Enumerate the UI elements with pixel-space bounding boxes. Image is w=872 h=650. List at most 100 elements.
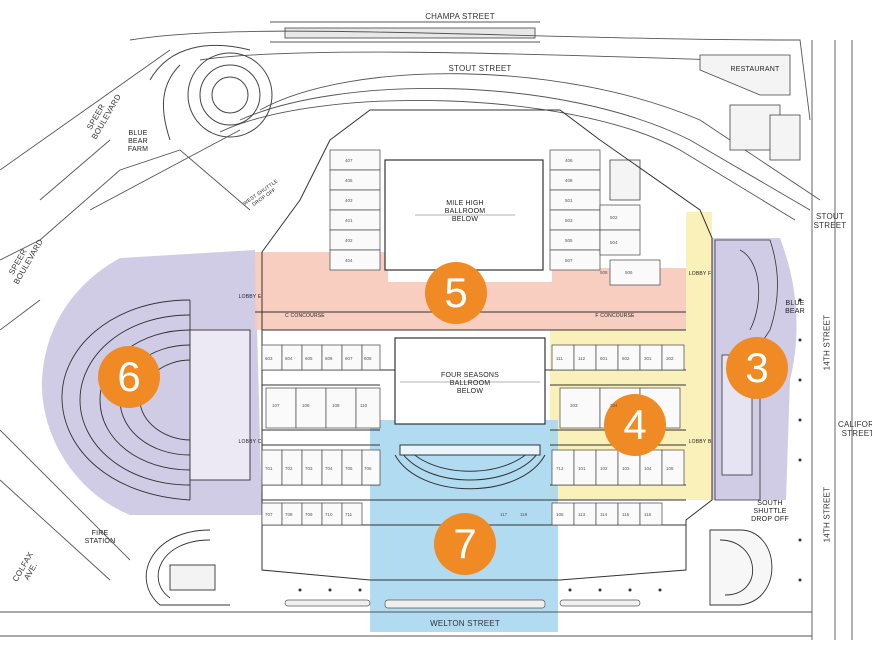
lobby-b-label: LOBBY B xyxy=(688,439,712,445)
champa-street-label: CHAMPA STREET xyxy=(425,12,495,21)
middle-room-602: 602 xyxy=(622,356,630,361)
south-room-708: 708 xyxy=(285,512,293,517)
south-room-106: 106 xyxy=(556,512,564,517)
north-room-504: 504 xyxy=(610,240,618,245)
pre-function-arc xyxy=(394,444,546,490)
middle-room-606: 606 xyxy=(325,356,333,361)
meeting-rooms-south xyxy=(261,449,685,526)
lobby-e-label: LOBBY E xyxy=(238,294,262,300)
south-room-114: 114 xyxy=(600,512,608,517)
middle-room-108: 108 xyxy=(302,403,310,408)
middle-room-111: 111 xyxy=(556,356,563,361)
south-room-115: 115 xyxy=(622,512,630,517)
north-room-407: 407 xyxy=(345,158,353,163)
south-room-105: 105 xyxy=(666,466,674,471)
fourteenth-street-label-b: 14TH STREET xyxy=(822,486,832,543)
south-room-712: 712 xyxy=(556,466,564,471)
lobby-f-label: LOBBY F xyxy=(688,271,712,277)
middle-room-605: 605 xyxy=(305,356,313,361)
south-room-711: 711 xyxy=(345,512,353,517)
zone-4-number: 4 xyxy=(623,401,647,448)
welton-median xyxy=(284,599,641,609)
south-room-704: 704 xyxy=(325,466,333,471)
south-room-104: 104 xyxy=(644,466,652,471)
north-room-505: 505 xyxy=(565,238,573,243)
south-room-705: 705 xyxy=(345,466,353,471)
south-room-102: 102 xyxy=(600,466,608,471)
middle-room-607: 607 xyxy=(345,356,353,361)
north-room-403: 403 xyxy=(345,198,353,203)
north-room-404: 404 xyxy=(345,258,353,263)
blue-bear-farm-label: BLUE BEAR FARM xyxy=(127,130,149,154)
zone-4-badge[interactable]: 4 xyxy=(604,394,666,456)
north-room-507: 507 xyxy=(565,258,573,263)
mile-high-ballroom-label: MILE HIGH BALLROOM BELOW xyxy=(444,200,486,224)
four-seasons-ballroom xyxy=(394,337,546,425)
north-room-408: 408 xyxy=(565,178,573,183)
restaurant-label: RESTAURANT xyxy=(730,66,780,73)
meeting-rooms-north xyxy=(329,149,661,286)
north-room-502: 502 xyxy=(610,215,618,220)
north-room-501: 501 xyxy=(565,198,573,203)
south-shuttle-label: SOUTH SHUTTLE DROP OFF xyxy=(751,500,789,524)
south-room-117: 117 xyxy=(500,512,508,517)
four-seasons-ballroom-label: FOUR SEASONS BALLROOM BELOW xyxy=(440,372,500,396)
zone-3-badge[interactable]: 3 xyxy=(726,337,788,399)
middle-room-110: 110 xyxy=(360,403,368,408)
roundabout xyxy=(149,45,273,141)
blue-bear-label: BLUE BEAR xyxy=(785,300,805,316)
south-room-710: 710 xyxy=(325,512,333,517)
middle-room-303: 303 xyxy=(570,403,578,408)
south-room-116: 116 xyxy=(644,512,652,517)
south-room-118: 118 xyxy=(520,512,528,517)
south-room-113: 113 xyxy=(578,512,586,517)
zone-6-number: 6 xyxy=(117,353,141,400)
fourteenth-street-label-a: 14TH STREET xyxy=(822,314,832,371)
north-room-405: 405 xyxy=(345,178,353,183)
middle-room-112: 112 xyxy=(578,356,586,361)
welton-street-label: WELTON STREET xyxy=(430,619,500,628)
middle-room-301: 301 xyxy=(644,356,652,361)
south-room-101: 101 xyxy=(578,466,586,471)
zone-7-number: 7 xyxy=(453,520,477,567)
stout-street-label: STOUT STREET xyxy=(448,64,512,73)
trees xyxy=(298,298,802,592)
california-street-label: CALIFORNIA STREET xyxy=(838,420,872,439)
middle-room-608: 608 xyxy=(364,356,372,361)
zone-5-badge[interactable]: 5 xyxy=(425,262,487,324)
middle-room-304: 304 xyxy=(610,403,618,408)
middle-room-109: 109 xyxy=(332,403,340,408)
zone-6-badge[interactable]: 6 xyxy=(98,346,160,408)
south-room-707: 707 xyxy=(265,512,273,517)
south-room-702: 702 xyxy=(285,466,293,471)
zone-5-number: 5 xyxy=(444,269,468,316)
middle-room-604: 604 xyxy=(285,356,293,361)
meeting-rooms-middle xyxy=(261,344,685,429)
north-room-402: 402 xyxy=(345,238,353,243)
zone-7-badge[interactable]: 7 xyxy=(434,513,496,575)
fire-station-label: FIRE STATION xyxy=(84,530,116,546)
south-room-701: 701 xyxy=(265,466,273,471)
south-room-706: 706 xyxy=(364,466,372,471)
north-room-506: 506 xyxy=(625,270,633,275)
lobby-c-label: LOBBY C xyxy=(238,439,262,445)
southeast-building xyxy=(709,529,773,606)
theatre xyxy=(61,299,251,501)
middle-room-302: 302 xyxy=(666,356,674,361)
south-room-103: 103 xyxy=(622,466,630,471)
south-room-709: 709 xyxy=(305,512,313,517)
middle-room-601: 601 xyxy=(600,356,608,361)
north-room-401: 401 xyxy=(345,218,353,223)
roads xyxy=(0,21,853,640)
north-room-508: 508 xyxy=(600,270,608,275)
stout-street-right-label: STOUT STREET xyxy=(813,212,847,231)
north-room-406: 406 xyxy=(565,158,573,163)
f-concourse-label: F CONCOURSE xyxy=(595,313,635,319)
northeast-buildings xyxy=(609,54,801,201)
north-room-503: 503 xyxy=(565,218,573,223)
c-concourse-label: C CONCOURSE xyxy=(285,313,325,319)
middle-room-603: 603 xyxy=(265,356,273,361)
zone-3-number: 3 xyxy=(745,344,769,391)
southwest-building xyxy=(145,529,230,606)
